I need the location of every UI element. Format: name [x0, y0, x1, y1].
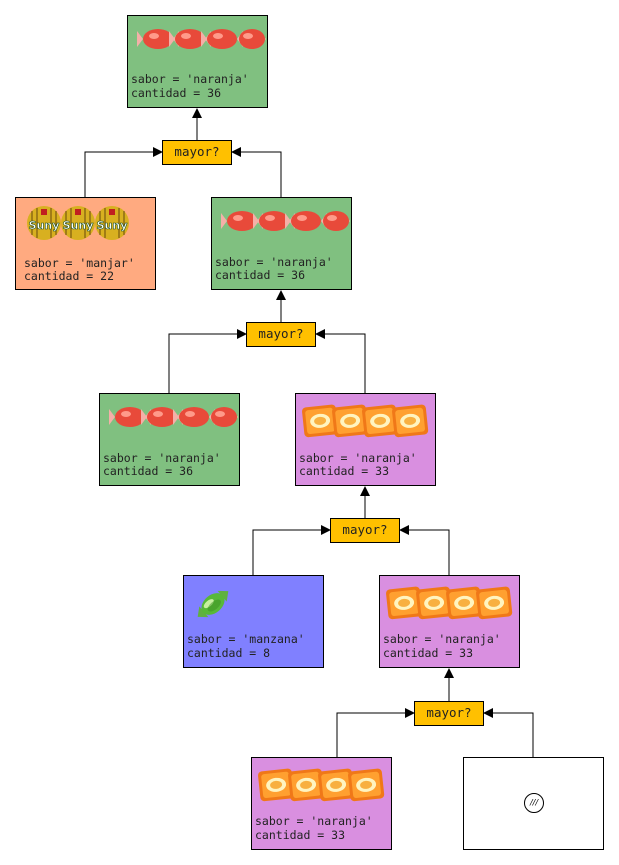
node-level2-left-sabor: sabor = 'naranja'	[103, 451, 221, 465]
node-level3-right-cantidad: cantidad = 33	[383, 646, 474, 660]
node-level2-left-cantidad: cantidad = 36	[103, 464, 194, 478]
svg-text:Suny: Suny	[63, 219, 94, 232]
node-level1-right: sabor = 'naranja' cantidad = 36	[211, 197, 352, 290]
strawberry-candy-icon	[137, 29, 266, 49]
strawberry-candy-icon	[109, 407, 238, 427]
arrow-l2left-c2	[168, 329, 247, 393]
node-level2-right-cantidad: cantidad = 33	[299, 464, 390, 478]
svg-text:Suny: Suny	[29, 219, 60, 232]
node-level3-right-sabor: sabor = 'naranja'	[383, 632, 501, 646]
arrow-manzana-c3	[252, 525, 331, 575]
node-level2-left: sabor = 'naranja' cantidad = 36	[99, 393, 240, 486]
node-level2-right: sabor = 'naranja' cantidad = 33	[295, 393, 436, 486]
node-manjar-cantidad: cantidad = 22	[24, 269, 115, 283]
node-manjar-sabor: sabor = 'manjar'	[24, 256, 135, 270]
svg-text:Suny: Suny	[97, 219, 128, 232]
arrow-manjar-c1	[84, 147, 163, 197]
node-bottom: sabor = 'naranja' cantidad = 33	[251, 757, 392, 850]
compare-box-4: mayor?	[414, 701, 484, 726]
node-manzana: sabor = 'manzana' cantidad = 8	[183, 575, 324, 668]
node-level2-right-sabor: sabor = 'naranja'	[299, 451, 417, 465]
node-level3-right: sabor = 'naranja' cantidad = 33	[379, 575, 520, 668]
node-top: sabor = 'naranja' cantidad = 36	[127, 15, 268, 108]
node-manzana-sabor: sabor = 'manzana'	[187, 632, 305, 646]
node-bottom-cantidad: cantidad = 33	[255, 828, 346, 842]
strawberry-candy-icon	[221, 211, 350, 231]
arrow-l3right-c3	[399, 525, 450, 575]
compare-box-2: mayor?	[246, 322, 316, 347]
node-level1-right-sabor: sabor = 'naranja'	[215, 255, 333, 269]
arrow-l2right-c2	[315, 329, 366, 393]
node-top-sabor: sabor = 'naranja'	[131, 72, 249, 86]
green-candy-icon	[197, 590, 229, 618]
null-icon: ///	[524, 793, 544, 813]
node-level1-right-cantidad: cantidad = 36	[215, 268, 306, 282]
orange-candy-icon	[258, 768, 385, 802]
node-top-cantidad: cantidad = 36	[131, 86, 222, 100]
node-bottom-sabor: sabor = 'naranja'	[255, 814, 373, 828]
arrow-empty-c4	[483, 708, 534, 757]
node-manjar: Suny Suny Suny sabor = 'manjar' cantidad…	[15, 197, 156, 290]
compare-box-3: mayor?	[330, 518, 400, 543]
orange-candy-icon	[386, 586, 513, 620]
node-manzana-cantidad: cantidad = 8	[187, 646, 271, 660]
arrow-l1right-c1	[231, 147, 282, 197]
arrow-bottom-c4	[336, 708, 415, 757]
suny-candy-icon: Suny Suny Suny	[27, 206, 129, 240]
node-empty: ///	[463, 757, 604, 850]
compare-box-1: mayor?	[162, 140, 232, 165]
orange-candy-icon	[302, 404, 429, 438]
